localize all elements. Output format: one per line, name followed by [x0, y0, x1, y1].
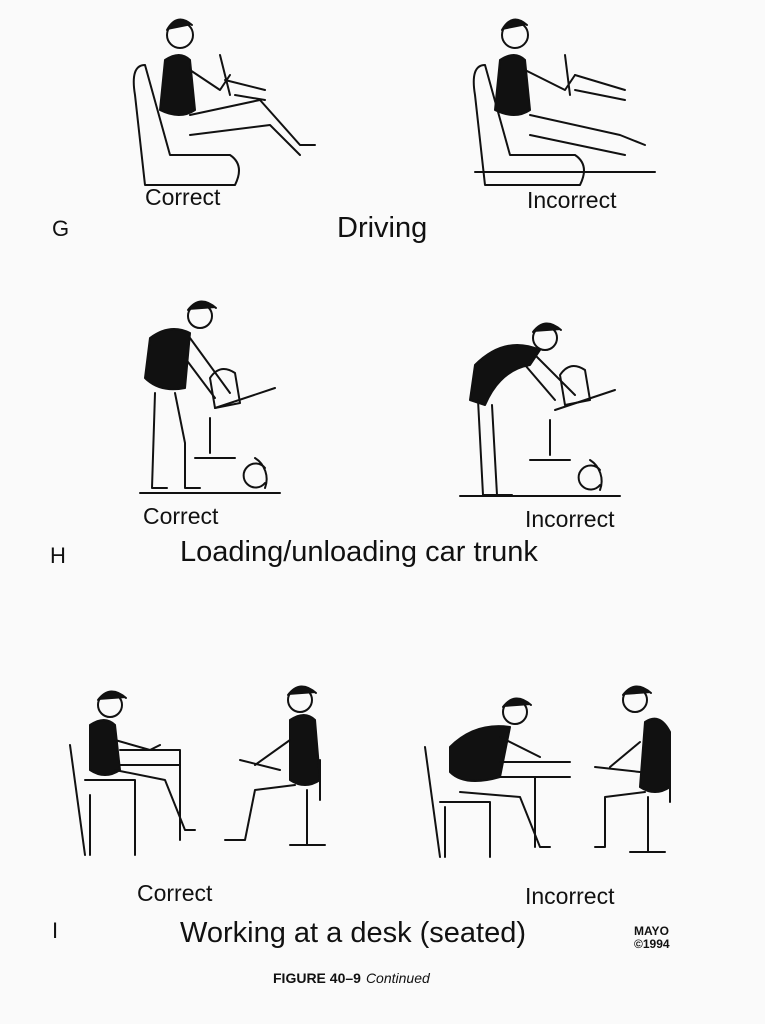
trunk-correct-illustration: [139, 300, 281, 494]
section-letter-h: H: [50, 543, 66, 568]
section-letter-i: I: [52, 918, 59, 943]
figure-number: FIGURE 40–9: [273, 970, 361, 986]
copyright-credit: MAYO ©1994: [634, 925, 670, 951]
section-title-desk: Working at a desk (seated): [180, 917, 527, 949]
driving-incorrect-label: Incorrect: [527, 187, 617, 213]
desk-correct-illustration: [69, 685, 326, 856]
desk-incorrect-illustration: [424, 685, 671, 858]
section-title-trunk: Loading/unloading car trunk: [180, 536, 538, 568]
desk-correct-label: Correct: [137, 880, 213, 906]
credit-line-1: MAYO: [634, 924, 669, 938]
trunk-incorrect-label: Incorrect: [525, 506, 615, 532]
driving-correct-illustration: [132, 18, 316, 186]
driving-incorrect-illustration: [472, 18, 656, 186]
trunk-incorrect-illustration: [459, 322, 621, 497]
figure-note: Continued: [365, 970, 430, 986]
desk-incorrect-label: Incorrect: [525, 883, 615, 909]
credit-line-2: ©1994: [634, 937, 670, 951]
driving-correct-label: Correct: [145, 184, 221, 210]
trunk-correct-label: Correct: [143, 503, 219, 529]
section-title-driving: Driving: [337, 212, 428, 244]
section-letter-g: G: [52, 216, 70, 241]
